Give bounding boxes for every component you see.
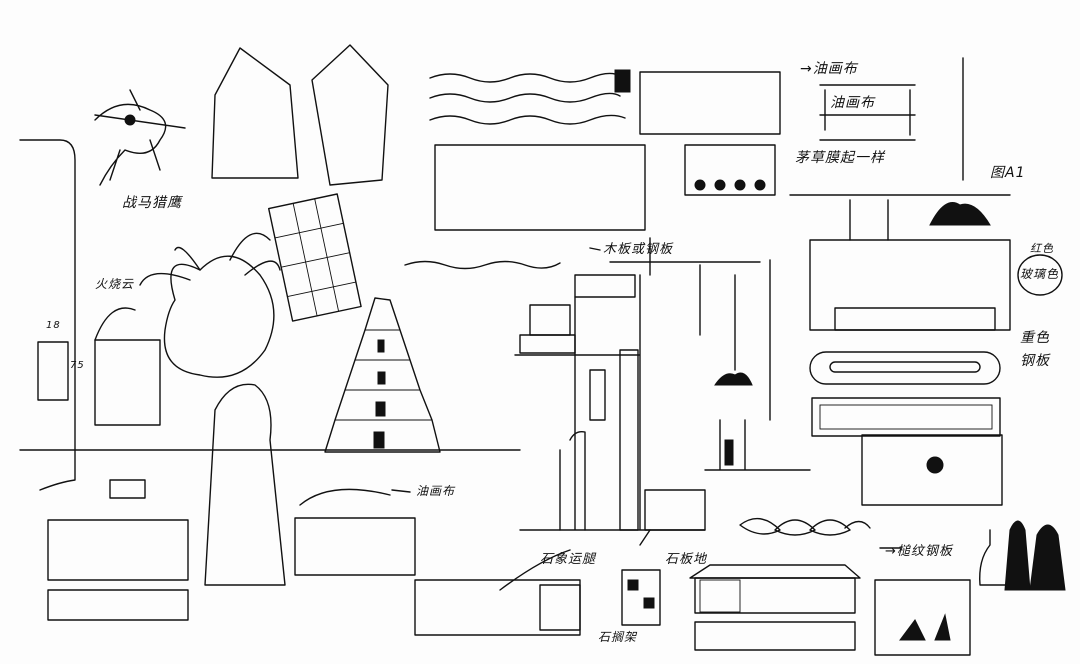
bottom-right-box (874, 579, 971, 656)
pavilion-stones (699, 579, 741, 613)
rounded-slot-inner (829, 361, 981, 373)
dense-mesh-panel (434, 144, 646, 231)
mountain-icon (714, 372, 753, 386)
window-grid (94, 339, 161, 426)
right-guide-lines (789, 57, 1011, 241)
dark-cone-2 (1029, 524, 1066, 591)
small-elevation (37, 341, 69, 401)
leaf-row (739, 517, 871, 536)
label-figure-a1: 图A1 (990, 165, 1026, 181)
label-stone-floor: 石板地 (665, 552, 708, 567)
canvas-grid-mid (294, 517, 416, 576)
label-glass: 玻璃色 (1020, 267, 1060, 281)
sketch-stroke (94, 307, 136, 341)
bottom-left-grid (47, 519, 189, 581)
pentagon-sketch-2 (311, 44, 389, 186)
dark-cone-1 (1004, 520, 1031, 591)
dark-circle (926, 456, 944, 474)
label-stone-legs: 石象运腿 (540, 552, 597, 567)
label-steel-plate: 钢板 (1020, 353, 1050, 369)
label-leader-line (299, 488, 411, 506)
tilted-grid-panel (268, 193, 362, 322)
fire-cloud-sketch (139, 232, 281, 378)
label-canvas-mid: 油画布 (416, 484, 456, 498)
textured-tower (204, 383, 286, 586)
mountain-top-icon (929, 202, 991, 226)
circle-row (694, 179, 766, 191)
stone-shelf-grid (414, 579, 581, 636)
steel-plate-inner (819, 404, 993, 430)
top-grid-panel (639, 71, 781, 135)
dark-stone (643, 597, 655, 609)
label-leader-lines (499, 529, 901, 591)
circle-grid-panel (684, 144, 776, 196)
label-bubble (1017, 254, 1063, 296)
label-stone-shelf: 石搁架 (598, 630, 638, 644)
rounded-slot (809, 351, 1001, 385)
label-dim-18: 18 (46, 320, 61, 331)
horse-rider-sketch (94, 89, 186, 186)
small-box (109, 479, 146, 499)
wave-lines (404, 69, 631, 270)
bottom-left-grid-lower (47, 589, 189, 621)
dark-post (724, 439, 734, 466)
label-hammered-steel: →槌纹钢板 (885, 544, 953, 559)
label-wood-or-steel: 木板或钢板 (603, 242, 674, 257)
steel-plate-rect (811, 397, 1001, 437)
vase-sketch (979, 529, 1006, 586)
pagoda-sketch (324, 297, 441, 453)
pavilion-roof (689, 564, 861, 579)
label-war-horse: 战马猎鹰 (122, 195, 182, 211)
hanging-lines (704, 274, 811, 471)
label-canvas-top-2: 油画布 (830, 95, 875, 111)
label-dim-75: 75 (70, 360, 85, 371)
stone-fill (539, 584, 581, 631)
stone-pavilion (694, 577, 856, 614)
building-section (514, 274, 706, 531)
label-thatch: 茅草膜起一样 (795, 150, 885, 166)
guide-lines (589, 237, 771, 421)
label-red: 红色 (1030, 242, 1054, 255)
glass-grid-panel (809, 239, 1011, 331)
canvas-frame-lines (819, 84, 916, 141)
label-dark-color: 重色 (1020, 330, 1050, 346)
label-fire-cloud: 火烧云 (95, 277, 135, 291)
pentagon-sketch-1 (211, 47, 299, 179)
crosshatch-panel (861, 434, 1003, 506)
stone-box (621, 569, 661, 626)
label-canvas-top-1: →油画布 (800, 61, 858, 77)
pavilion-base (694, 621, 856, 651)
dark-stone (627, 579, 639, 591)
frame-curve (19, 139, 76, 491)
dark-steel-strip (834, 307, 996, 331)
rock-shapes (899, 613, 951, 641)
